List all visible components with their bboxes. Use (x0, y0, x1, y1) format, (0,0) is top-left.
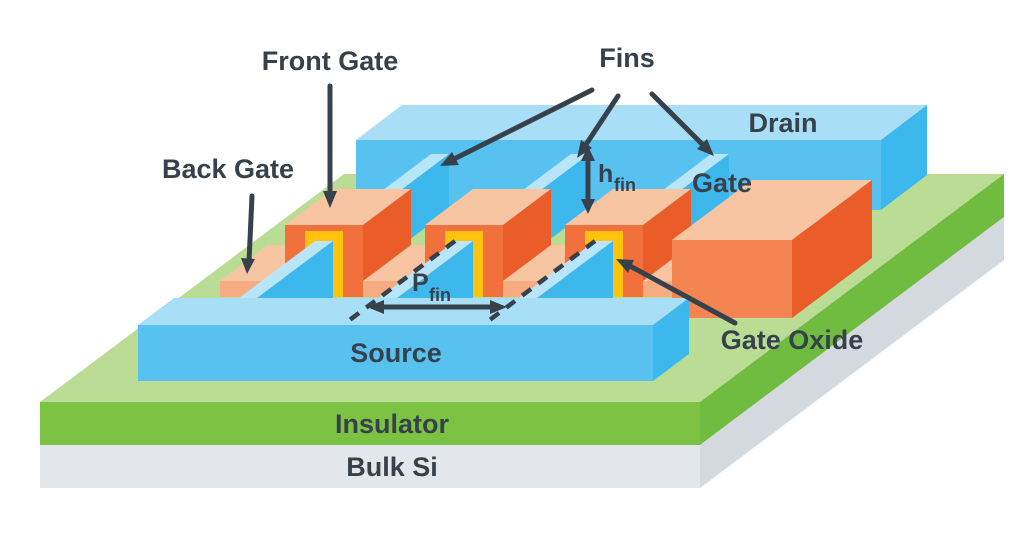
bulk-si-front-face (40, 445, 700, 488)
fin-2-front-top (379, 241, 473, 298)
gate-oxide-label: Gate Oxide (721, 325, 864, 355)
insulator-right-face (700, 174, 1004, 445)
p-fin-label-base: P (412, 269, 429, 297)
h-fin-label-sub: fin (614, 175, 636, 195)
h-fin-measure-head-top (581, 146, 595, 161)
gate-pad-front-face (672, 240, 792, 318)
gate-pad-right-face (792, 180, 872, 318)
fins-arrow-1-line (449, 87, 595, 163)
gate-label: Gate (692, 168, 752, 198)
gate-pad-top-face (672, 180, 872, 240)
fins-arrow-3-line (649, 91, 707, 149)
back-gate-arrow-line (246, 193, 255, 265)
back-gate-label: Back Gate (162, 154, 294, 184)
source-front-face (138, 325, 653, 381)
bulk-si-right-face (700, 217, 1004, 488)
fins-arrow-3-head (697, 139, 714, 156)
saddle-2-top-face (425, 189, 551, 225)
p-fin-measure-head-right (490, 300, 507, 314)
bulk-si-label: Bulk Si (346, 452, 438, 482)
fins-label: Fins (599, 43, 655, 73)
drain-right-face (881, 105, 927, 210)
fin-1-front-top (239, 241, 333, 298)
pitch-dashed-line-left (341, 239, 457, 327)
p-fin-label-sub: fin (429, 285, 451, 305)
h-fin-measure-head-bottom (581, 199, 595, 214)
source-top-face (138, 298, 689, 325)
insulator-label: Insulator (335, 409, 450, 439)
insulator-front-face (40, 402, 700, 445)
fins-arrow-1-head (440, 152, 459, 166)
drain-label: Drain (748, 108, 817, 138)
saddle-3-top-face (565, 189, 691, 225)
fin-3-front-top (519, 241, 613, 298)
source-label: Source (350, 338, 442, 368)
fins-arrow-2-line (582, 93, 621, 149)
back-gate-arrowhead (241, 258, 255, 274)
source-right-face (653, 298, 689, 381)
drain-top-face (356, 105, 927, 140)
pitch-dashed-line-right (481, 239, 597, 327)
p-fin-measure-head-left (367, 300, 384, 314)
gate-oxide-arrow-line (627, 263, 738, 326)
front-gate-arrowhead (323, 191, 337, 208)
h-fin-label-base: h (598, 160, 613, 188)
front-gate-label: Front Gate (262, 46, 399, 76)
fins-arrow-2-head (577, 140, 592, 158)
saddle-1-top-face (285, 189, 411, 225)
gate-oxide-arrowhead (616, 259, 634, 273)
